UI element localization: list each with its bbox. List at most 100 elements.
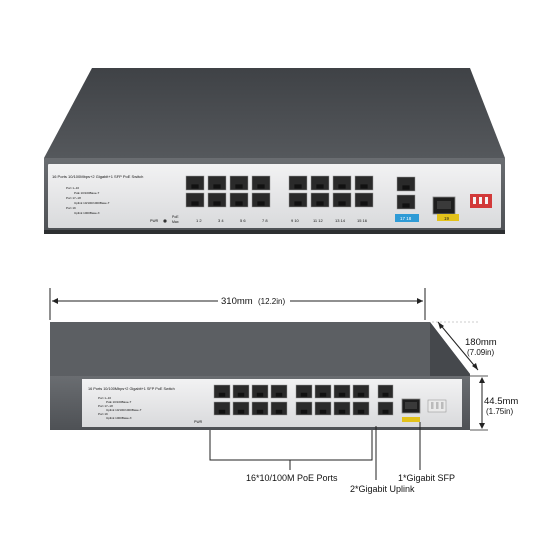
width-label: 310mm bbox=[221, 296, 253, 307]
faceplate-port-type-3: Uplink 1000Base-X bbox=[74, 211, 100, 215]
switch-dimension-view: 310mm (12.2in) 16 Ports 10/100Mbps+2 Gig… bbox=[49, 288, 518, 494]
arrow-left-icon bbox=[52, 298, 58, 304]
rj45-port-block-dim bbox=[213, 384, 370, 416]
rj45-port bbox=[310, 175, 330, 191]
rj45-port-tab bbox=[235, 201, 243, 206]
width-sub-label: (12.2in) bbox=[258, 297, 285, 306]
rj45-port bbox=[396, 176, 416, 192]
rj45-port-tab bbox=[357, 409, 365, 414]
rj45-port-tab bbox=[256, 409, 264, 414]
dip-toggle bbox=[436, 402, 439, 409]
rj45-port-tab bbox=[382, 409, 389, 414]
pwr-led-icon bbox=[163, 219, 167, 223]
rj45-port bbox=[332, 192, 352, 208]
port-label-top: 15 16 bbox=[357, 218, 368, 223]
rj45-port-tab bbox=[402, 185, 410, 190]
rj45-port-tab bbox=[338, 184, 346, 189]
faceplate-port-type-1: PoE 10/100Base-T bbox=[74, 191, 100, 195]
rj45-port bbox=[185, 175, 205, 191]
poe-ports-bracket bbox=[209, 430, 373, 461]
uplink-port-block-dim bbox=[377, 384, 394, 416]
max-label: Max bbox=[172, 220, 179, 224]
dip-toggle bbox=[431, 402, 434, 409]
uplink-label-bar bbox=[395, 214, 419, 222]
dip-toggle bbox=[479, 197, 482, 204]
rj45-port-tab bbox=[300, 409, 308, 414]
depth-dim-line bbox=[437, 321, 479, 371]
rj45-port-tab bbox=[213, 184, 221, 189]
rj45-port bbox=[310, 192, 330, 208]
arrow-depth-start-icon bbox=[438, 322, 444, 329]
rj45-port-tab bbox=[191, 184, 199, 189]
faceplate-port-type-2: Uplink 10/100/1000Base-T bbox=[74, 201, 110, 205]
rj45-port bbox=[207, 192, 227, 208]
rj45-port-tab bbox=[319, 392, 327, 397]
dip-toggle bbox=[441, 402, 444, 409]
sfp-callout: 1*Gigabit SFP bbox=[398, 473, 455, 483]
dim-faceplate-line: Port 17~18 bbox=[98, 404, 113, 408]
faceplate-shadow bbox=[44, 230, 505, 234]
dim-faceplate-line: PoE 10/100Base-T bbox=[106, 400, 132, 404]
faceplate-port-range-2: Port 17~18 bbox=[66, 196, 81, 200]
rj45-port-tab bbox=[275, 392, 283, 397]
faceplate-port-range-1: Port 1~16 bbox=[66, 186, 79, 190]
rj45-port-tab bbox=[191, 201, 199, 206]
width-label-bg bbox=[218, 294, 290, 307]
rj45-port-tab bbox=[218, 409, 226, 414]
rj45-port bbox=[352, 384, 370, 399]
rj45-port bbox=[270, 401, 288, 416]
rj45-port bbox=[185, 192, 205, 208]
rj45-port-tab bbox=[360, 184, 368, 189]
uplink-port-block-top bbox=[396, 176, 416, 210]
rj45-port bbox=[354, 192, 374, 208]
sfp-label: 19 bbox=[444, 216, 450, 221]
pwr-led-label: PWR bbox=[150, 219, 159, 223]
rj45-port bbox=[377, 384, 394, 399]
rj45-port bbox=[377, 401, 394, 416]
rj45-port bbox=[314, 401, 332, 416]
depth-sub-label: (7.09in) bbox=[467, 348, 494, 357]
rj45-port bbox=[295, 401, 313, 416]
rj45-port bbox=[213, 384, 231, 399]
rj45-port bbox=[332, 175, 352, 191]
rj45-port-tab bbox=[237, 392, 245, 397]
port-label-top: 1 2 bbox=[196, 218, 202, 223]
port-label-top: 3 4 bbox=[218, 218, 224, 223]
port-label-top: 5 6 bbox=[240, 218, 246, 223]
depth-label: 180mm bbox=[465, 337, 497, 348]
rj45-port-tab bbox=[237, 409, 245, 414]
rj45-port-tab bbox=[218, 392, 226, 397]
rj45-port bbox=[207, 175, 227, 191]
rj45-port-tab bbox=[319, 409, 327, 414]
dim-faceplate-line: Uplink 10/100/1000Base-T bbox=[106, 408, 142, 412]
rj45-port-tab bbox=[300, 392, 308, 397]
rj45-port bbox=[251, 175, 271, 191]
rj45-port bbox=[314, 384, 332, 399]
arrow-down-icon bbox=[479, 423, 485, 429]
rj45-port bbox=[229, 192, 249, 208]
dip-toggle bbox=[473, 197, 476, 204]
arrow-depth-end-icon bbox=[472, 363, 478, 370]
rj45-port-tab bbox=[338, 409, 346, 414]
faceplate bbox=[48, 164, 501, 228]
dim-faceplate-line: Port 1~16 bbox=[98, 396, 111, 400]
faceplate-title: 16 Ports 10/100Mbps+2 Gigabit+1 SFP PoE … bbox=[52, 174, 143, 179]
rj45-port-tab bbox=[257, 184, 265, 189]
rj45-port-tab bbox=[256, 392, 264, 397]
switch-top-lid bbox=[44, 68, 505, 158]
rj45-port bbox=[396, 194, 416, 210]
height-label: 44.5mm bbox=[484, 396, 518, 407]
switch-top-view: 16 Ports 10/100Mbps+2 Gigabit+1 SFP PoE … bbox=[44, 68, 505, 234]
rj45-port-tab bbox=[316, 184, 324, 189]
rj45-port bbox=[270, 384, 288, 399]
sfp-cage-top bbox=[437, 201, 451, 209]
rj45-port-tab bbox=[257, 201, 265, 206]
rj45-port-tab bbox=[213, 201, 221, 206]
rj45-port-tab bbox=[402, 203, 410, 208]
arrow-right-icon bbox=[417, 298, 423, 304]
rj45-port-tab bbox=[316, 201, 324, 206]
rj45-port-block-top bbox=[185, 175, 374, 208]
rj45-port bbox=[232, 384, 250, 399]
rj45-port bbox=[251, 401, 269, 416]
